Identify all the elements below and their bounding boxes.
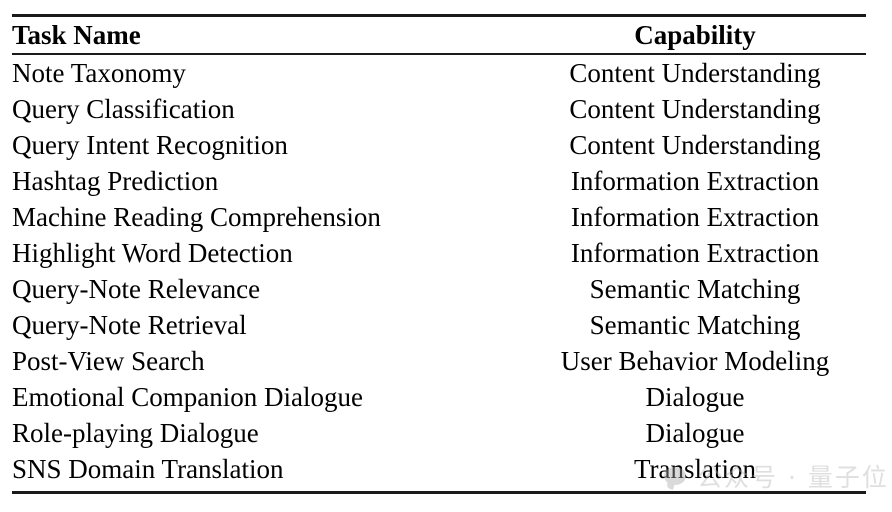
table-row: Emotional Companion Dialogue Dialogue (12, 379, 866, 415)
cell-task-name: Query-Note Relevance (12, 274, 261, 304)
table-bottom-rule (12, 491, 866, 494)
cell-task-name: Query-Note Retrieval (12, 310, 247, 340)
table-header-rule (12, 53, 866, 55)
table-header-row: Task Name Capability (12, 17, 866, 53)
table-row: Query Classification Content Understandin… (12, 91, 866, 127)
table-header: Task Name Capability (12, 17, 866, 55)
cell-capability: Dialogue (645, 382, 745, 412)
table-row: SNS Domain Translation Translation (12, 451, 866, 487)
cell-task-name: SNS Domain Translation (12, 454, 284, 484)
cell-task-name: Query Intent Recognition (12, 130, 288, 160)
table-row: Role-playing Dialogue Dialogue (12, 415, 866, 451)
table-row: Note Taxonomy Content Understanding (12, 55, 866, 91)
table-row: Query Intent Recognition Content Understa… (12, 127, 866, 163)
cell-capability: Semantic Matching (589, 274, 801, 304)
cell-capability: User Behavior Modeling (560, 346, 830, 376)
cell-capability: Information Extraction (570, 238, 820, 268)
table-row: Machine Reading Comprehension Information… (12, 199, 866, 235)
table-row: Query-Note Retrieval Semantic Matching (12, 307, 866, 343)
table-row: Hashtag Prediction Information Extraction (12, 163, 866, 199)
cell-capability: Semantic Matching (589, 310, 801, 340)
cell-task-name: Query Classification (12, 94, 235, 124)
cell-task-name: Post-View Search (12, 346, 205, 376)
cell-task-name: Highlight Word Detection (12, 238, 293, 268)
cell-task-name: Role-playing Dialogue (12, 418, 259, 448)
cell-task-name: Hashtag Prediction (12, 166, 219, 196)
cell-task-name: Machine Reading Comprehension (12, 202, 381, 232)
table-row: Highlight Word Detection Information Extr… (12, 235, 866, 271)
cell-task-name: Emotional Companion Dialogue (12, 382, 363, 412)
cell-capability: Information Extraction (570, 166, 820, 196)
table-row: Post-View Search User Behavior Modeling (12, 343, 866, 379)
cell-capability: Translation (633, 454, 756, 484)
column-header-capability: Capability (634, 20, 756, 50)
cell-capability: Content Understanding (569, 58, 821, 88)
table-row: Query-Note Relevance Semantic Matching (12, 271, 866, 307)
column-header-task-name: Task Name (12, 20, 141, 50)
cell-capability: Content Understanding (569, 94, 821, 124)
cell-capability: Dialogue (645, 418, 745, 448)
cell-capability: Information Extraction (570, 202, 820, 232)
cell-capability: Content Understanding (569, 130, 821, 160)
table-top-rule (12, 14, 866, 17)
cell-task-name: Note Taxonomy (12, 58, 186, 88)
